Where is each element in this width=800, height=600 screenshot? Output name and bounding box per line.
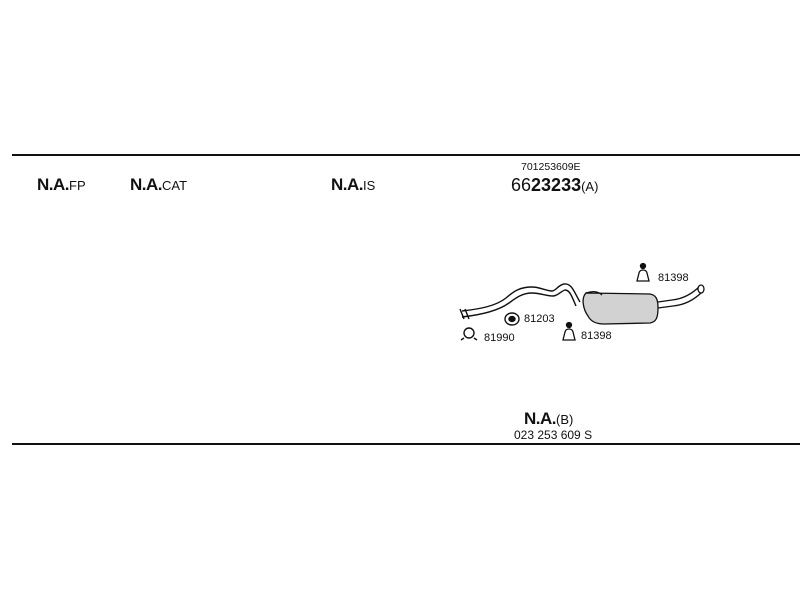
part-b-oem: 023 253 609 S — [514, 428, 593, 442]
cat-suffix: CAT — [162, 178, 188, 193]
ring-number: 81203 — [524, 313, 555, 325]
is-suffix: IS — [363, 178, 376, 193]
part-a-main: 23233 — [531, 175, 582, 195]
ring-icon — [504, 312, 520, 326]
clamp-icon — [460, 327, 478, 341]
label-cat: N.A.CAT — [130, 176, 187, 194]
part-a-suffix: (A) — [581, 179, 599, 194]
cat-code: N.A. — [130, 175, 163, 194]
bottom-rule — [12, 443, 800, 445]
muffler — [582, 284, 705, 325]
fp-code: N.A. — [37, 175, 70, 194]
clamp-number: 81990 — [484, 332, 515, 344]
label-b: N.A.(B) — [524, 410, 573, 428]
b-code: N.A. — [524, 409, 557, 428]
rubber-mount-icon — [562, 321, 576, 341]
label-fp: N.A.FP — [37, 176, 86, 194]
mount-left-number: 81398 — [581, 330, 612, 342]
is-code: N.A. — [331, 175, 364, 194]
rubber-mount-icon — [636, 262, 650, 282]
b-suffix: (B) — [556, 412, 574, 427]
label-is: N.A.IS — [331, 176, 375, 194]
part-a-oem: 701253609E — [521, 161, 581, 173]
part-a-prefix: 66 — [511, 175, 532, 195]
fp-suffix: FP — [69, 178, 86, 193]
top-rule — [12, 154, 800, 156]
mount-right-number: 81398 — [658, 272, 689, 284]
part-a-number: 6623233(A) — [511, 176, 598, 194]
exhaust-pipe — [459, 283, 581, 320]
